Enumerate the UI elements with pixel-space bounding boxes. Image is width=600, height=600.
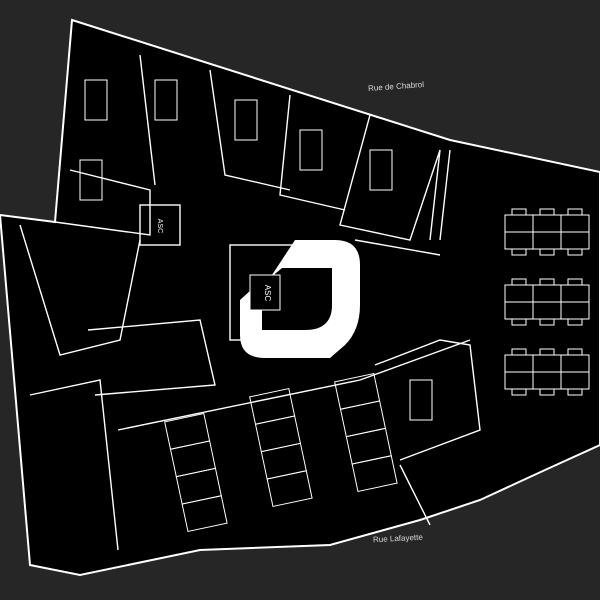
desk: [511, 208, 527, 215]
desk: [511, 348, 527, 355]
desk: [539, 319, 555, 326]
building-outline: [0, 18, 600, 577]
desk: [351, 455, 398, 493]
desk: [79, 159, 103, 201]
desk: [567, 389, 583, 396]
desk: [539, 249, 555, 256]
elevator-label-2: ASC: [156, 219, 163, 233]
desk: [511, 278, 527, 285]
desk: [567, 319, 583, 326]
desk-clusters: [79, 79, 590, 533]
desk: [567, 208, 583, 215]
desk-group: [164, 412, 228, 533]
desk: [511, 249, 527, 256]
desk: [539, 208, 555, 215]
desk: [511, 319, 527, 326]
desk-group: [249, 387, 313, 508]
desk: [369, 149, 393, 191]
desk: [539, 278, 555, 285]
desk: [234, 99, 258, 141]
desk: [511, 389, 527, 396]
desk-group: [334, 372, 398, 493]
desk: [539, 389, 555, 396]
desk: [539, 348, 555, 355]
desk: [567, 348, 583, 355]
desk: [409, 379, 433, 421]
desk: [567, 249, 583, 256]
desk: [154, 79, 178, 121]
elevator-label: ASC: [263, 285, 272, 302]
desk: [266, 470, 313, 508]
desk: [567, 278, 583, 285]
desk: [181, 495, 228, 533]
logo-mark: [240, 240, 360, 358]
interior-walls: [19, 54, 481, 551]
desk: [299, 129, 323, 171]
desk: [84, 79, 108, 121]
